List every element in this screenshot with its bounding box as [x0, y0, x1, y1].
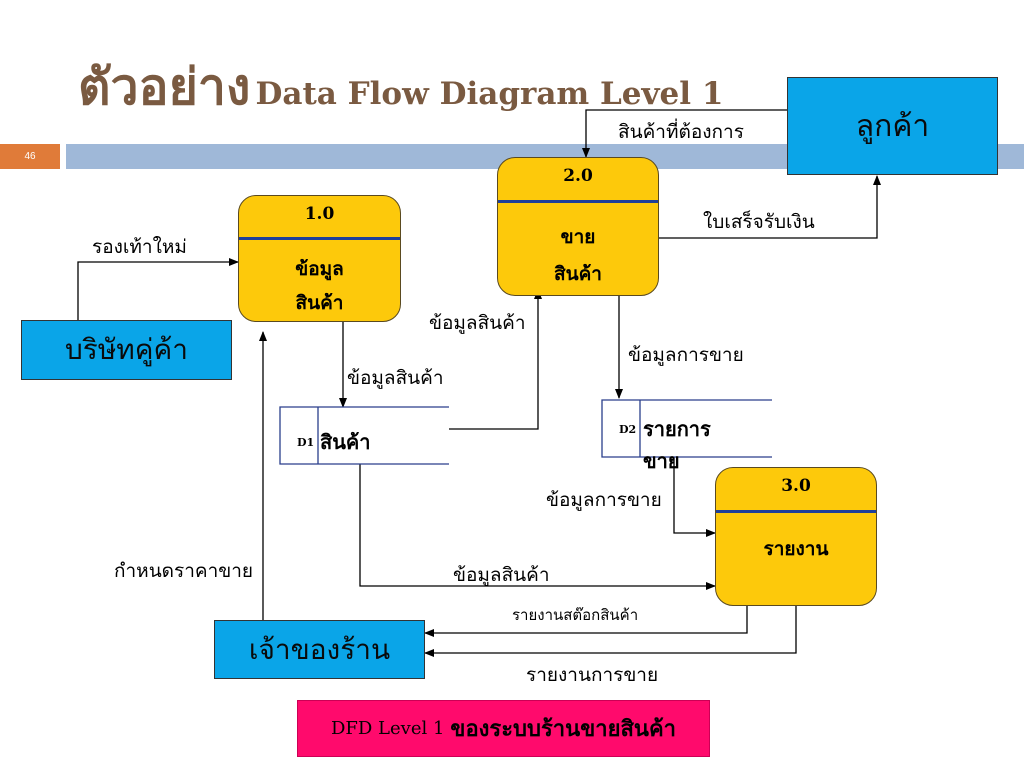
arrow-d1-to-report	[359, 464, 716, 590]
process-2-name-line1: ขาย	[560, 226, 596, 248]
flow-label-product-to-report: ข้อมูลสินค้า	[453, 564, 550, 586]
entity-customer: ลูกค้า	[787, 77, 998, 175]
arrow-sales-report	[424, 606, 797, 657]
arrow-stock-report	[424, 606, 748, 637]
entity-supplier: บริษัทคู่ค้า	[21, 320, 232, 380]
store-d1-id: D1	[297, 436, 315, 449]
diagram-caption: DFD Level 1 ของระบบร้านขายสินค้า	[297, 700, 710, 757]
process-1-name-line2: สินค้า	[295, 292, 344, 314]
flow-label-sales-report: รายงานการขาย	[526, 664, 659, 686]
page-number: 46	[0, 144, 60, 169]
flow-label-stock-report: รายงานสต๊อกสินค้า	[512, 606, 639, 624]
title-english: Data Flow Diagram Level 1	[255, 76, 724, 112]
arrow-wanted-goods	[582, 109, 788, 158]
store-d2-id: D2	[619, 423, 637, 436]
process-3: 3.0 รายงาน	[715, 467, 877, 606]
title-thai: ตัวอย่าง	[78, 57, 251, 116]
store-d1-name: สินค้า	[320, 430, 371, 454]
process-1: 1.0 ข้อมูล สินค้า	[238, 195, 401, 322]
flow-label-sales-to-store: ข้อมูลการขาย	[628, 344, 744, 366]
flow-label-sales-to-report: ข้อมูลการขาย	[546, 489, 662, 511]
process-3-divider	[716, 510, 876, 513]
flow-label-set-price: กำหนดราคาขาย	[114, 560, 254, 582]
store-d2-frame	[601, 399, 772, 458]
store-d1-frame	[279, 406, 449, 465]
arrow-store-to-sale	[449, 289, 542, 430]
process-3-name-line1: รายงาน	[763, 538, 829, 560]
process-1-id: 1.0	[304, 204, 335, 224]
arrow-new-shoes	[77, 258, 239, 320]
entity-owner: เจ้าของร้าน	[214, 620, 425, 679]
process-2: 2.0 ขาย สินค้า	[497, 157, 659, 296]
flow-label-receipt: ใบเสร็จรับเงิน	[703, 211, 815, 233]
flow-label-product-to-store: ข้อมูลสินค้า	[347, 367, 444, 389]
process-2-id: 2.0	[563, 166, 593, 186]
slide-title: ตัวอย่าง Data Flow Diagram Level 1	[78, 48, 723, 127]
store-d2-name: รายการขาย	[643, 417, 711, 473]
arrow-receipt	[659, 175, 881, 239]
flow-label-new-shoes: รองเท้าใหม่	[92, 236, 187, 258]
caption-part2: ของระบบร้านขายสินค้า	[450, 716, 677, 742]
arrow-d2-to-report	[673, 457, 716, 537]
process-2-name-line2: สินค้า	[554, 263, 602, 285]
flow-label-product-to-sale: ข้อมูลสินค้า	[429, 312, 526, 334]
process-1-divider	[239, 237, 400, 240]
flow-label-wanted-goods: สินค้าที่ต้องการ	[618, 121, 744, 143]
process-1-name-line1: ข้อมูล	[295, 258, 344, 280]
process-3-id: 3.0	[781, 476, 811, 496]
caption-part1: DFD Level 1	[330, 718, 445, 739]
process-2-divider	[498, 200, 658, 203]
